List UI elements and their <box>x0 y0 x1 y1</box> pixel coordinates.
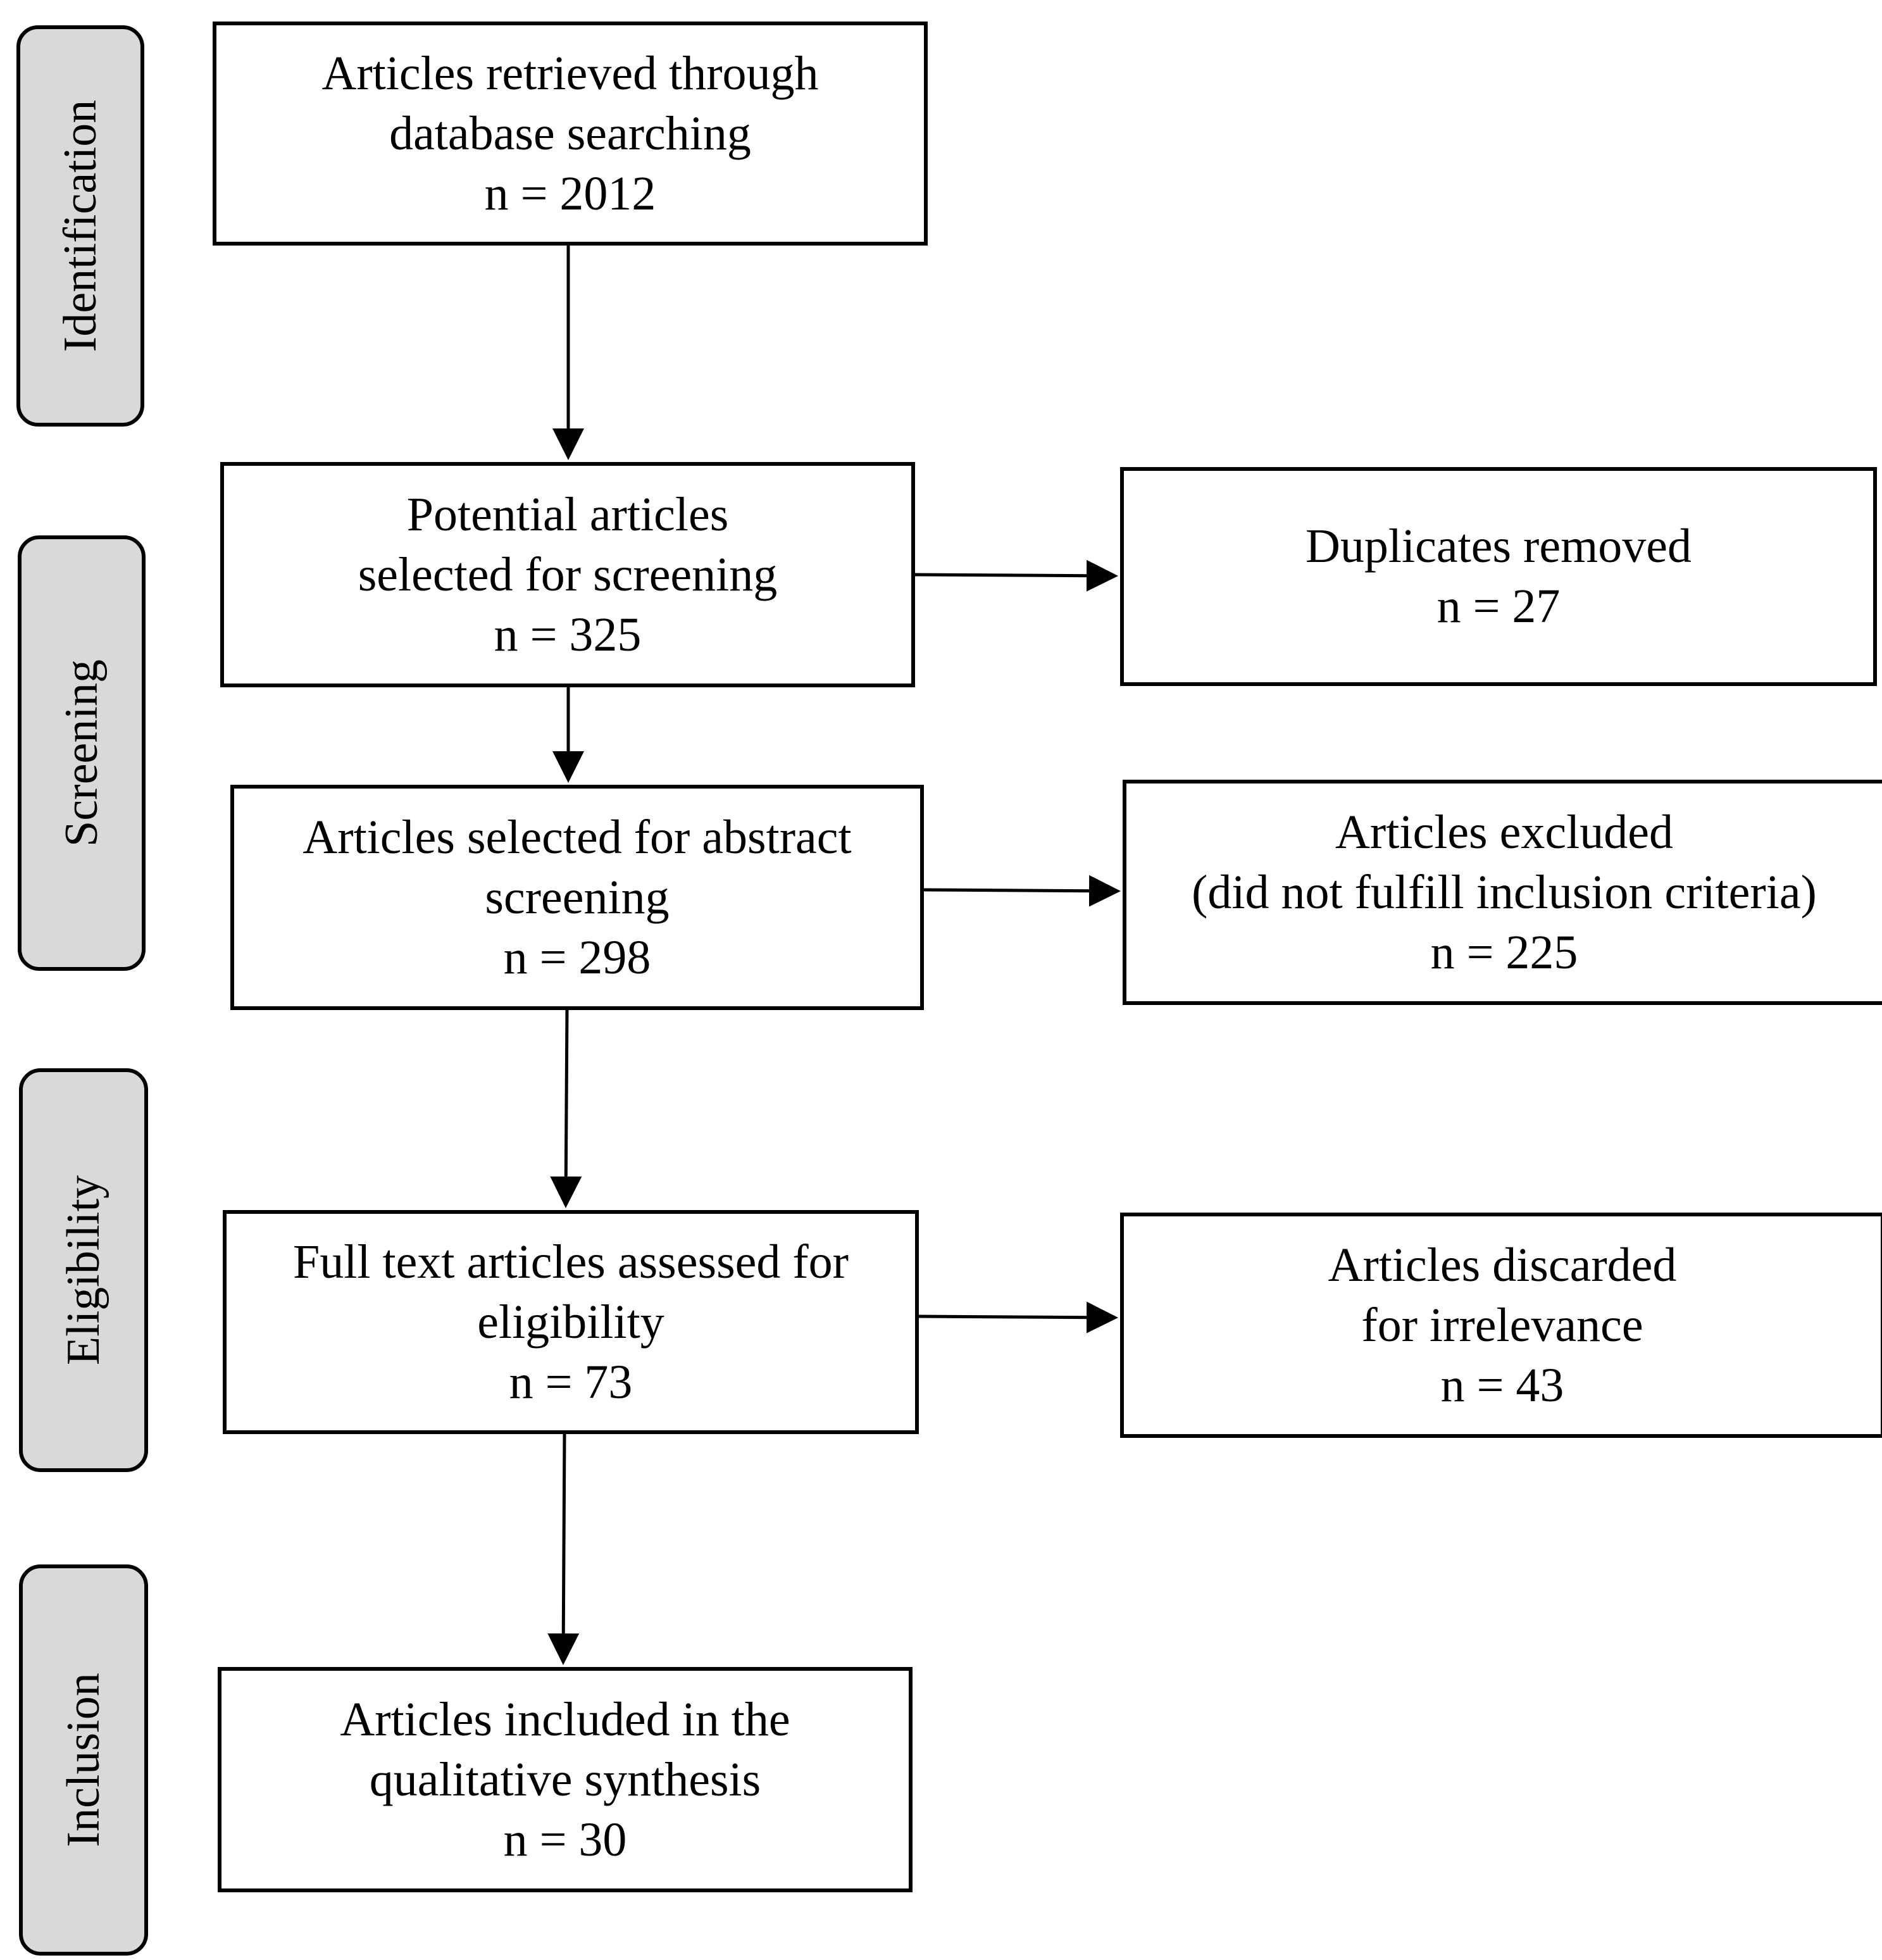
box-articles-excluded-line1: Articles excluded <box>1335 805 1673 859</box>
box-abstract-screening-line1: Articles selected for abstract <box>302 810 852 864</box>
box-articles-discarded-line2: for irrelevance <box>1361 1298 1643 1352</box>
box-articles-discarded-count: n = 43 <box>1440 1358 1564 1412</box>
box-records-retrieved: Articles retrieved through database sear… <box>213 22 928 246</box>
phase-eligibility-label: Eligibility <box>58 1175 109 1366</box>
phase-screening: Screening <box>18 535 146 971</box>
box-potential-articles: Potential articles selected for screenin… <box>220 462 915 687</box>
box-articles-excluded: Articles excluded (did not fulfill inclu… <box>1123 780 1882 1005</box>
arrow-potential-to-duplicates <box>914 559 1118 592</box>
box-full-text-assessed-count: n = 73 <box>509 1355 633 1409</box>
box-duplicates-removed-line1: Duplicates removed <box>1306 520 1692 573</box>
box-abstract-screening: Articles selected for abstract screening… <box>230 785 924 1010</box>
box-records-retrieved-line1: Articles retrieved through <box>321 46 819 100</box>
arrow-fulltext-to-included <box>547 1433 580 1665</box>
box-abstract-screening-line2: screening <box>485 870 670 924</box>
box-duplicates-removed: Duplicates removed n = 27 <box>1120 467 1877 686</box>
box-abstract-screening-count: n = 298 <box>503 930 651 984</box>
arrow-fulltext-to-discarded <box>918 1301 1118 1333</box>
box-articles-included-count: n = 30 <box>503 1813 627 1866</box>
box-articles-included: Articles included in the qualitative syn… <box>218 1667 913 1892</box>
box-records-retrieved-count: n = 2012 <box>484 166 656 220</box>
box-potential-articles-line2: selected for screening <box>358 547 778 601</box>
phase-screening-label: Screening <box>56 659 108 847</box>
arrow-abstract-to-excluded <box>923 875 1121 907</box>
box-articles-included-line2: qualitative synthesis <box>369 1752 761 1806</box>
phase-identification: Identification <box>16 25 144 427</box>
box-articles-included-line1: Articles included in the <box>340 1692 790 1746</box>
box-articles-discarded-line1: Articles discarded <box>1328 1238 1677 1292</box>
box-full-text-assessed: Full text articles assessed for eligibil… <box>223 1210 919 1434</box>
arrow-abstract-to-fulltext <box>550 1009 582 1208</box>
phase-inclusion: Inclusion <box>19 1564 148 1956</box>
box-duplicates-removed-count: n = 27 <box>1436 580 1561 633</box>
phase-eligibility: Eligibility <box>19 1068 148 1472</box>
box-potential-articles-count: n = 325 <box>494 608 642 661</box>
box-potential-articles-line1: Potential articles <box>406 487 729 541</box>
phase-inclusion-label: Inclusion <box>58 1673 109 1847</box>
box-articles-excluded-count: n = 225 <box>1430 925 1578 979</box>
box-articles-excluded-line2: (did not fulfill inclusion criteria) <box>1192 865 1817 919</box>
box-full-text-assessed-line2: eligibility <box>477 1295 664 1349</box>
phase-identification-label: Identification <box>54 99 106 353</box>
box-full-text-assessed-line1: Full text articles assessed for <box>292 1235 849 1289</box>
box-records-retrieved-line2: database searching <box>389 106 751 160</box>
box-articles-discarded: Articles discarded for irrelevance n = 4… <box>1120 1213 1882 1438</box>
